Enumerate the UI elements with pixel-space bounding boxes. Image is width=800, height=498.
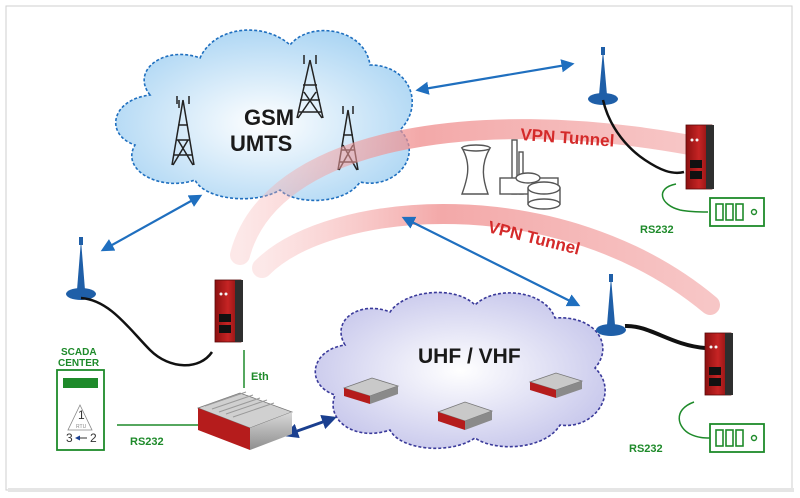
rs232-label-top-right: RS232 (640, 224, 674, 236)
antenna-icon (588, 47, 618, 105)
rs232-link-line (661, 183, 709, 213)
rtu-device-icon (709, 197, 765, 227)
vpn-tunnel-upper (230, 119, 700, 265)
uhf-vhf-label: UHF / VHF (418, 345, 521, 368)
link-arrow-antenna-lower-right (401, 216, 581, 307)
antenna-icon (66, 237, 96, 300)
scada-rtu-label: RTU (76, 424, 87, 430)
scada-label: SCADA (61, 347, 97, 358)
radio-modem-icon (436, 401, 494, 430)
cell-tower-icon (296, 55, 324, 119)
frame-shadow (8, 488, 794, 492)
antenna-cable (80, 296, 214, 367)
vpn-tunnel-lower (252, 203, 720, 315)
industrial-router-icon (196, 391, 294, 450)
antenna-cable (624, 323, 706, 350)
umts-label: UMTS (230, 131, 292, 156)
eth-label: Eth (251, 371, 269, 383)
link-arrow-gsm-antenna-left (100, 194, 203, 252)
din-router-icon (704, 332, 733, 396)
factory-icon (460, 139, 561, 210)
scada-node-3: 3 (66, 431, 73, 445)
uhf-vhf-cloud (314, 291, 606, 450)
din-router-icon (685, 124, 714, 190)
radio-modem-icon (528, 372, 584, 398)
antenna-cable (601, 99, 685, 175)
din-router-icon (214, 279, 243, 343)
scada-center-label: CENTER (58, 358, 100, 369)
scada-center-icon (56, 369, 105, 451)
scada-node-2: 2 (90, 431, 97, 445)
gsm-label: GSM (244, 105, 294, 130)
link-arrow-gsm-antenna-right (415, 59, 575, 95)
rtu-device-icon (709, 423, 765, 453)
rs232-link-line (678, 401, 711, 439)
rs232-label-bottom-right: RS232 (629, 443, 663, 455)
antenna-icon (596, 274, 626, 336)
radio-modem-icon (342, 377, 400, 404)
cell-tower-icon (171, 96, 195, 166)
scada-node-1: 1 (78, 408, 85, 422)
link-arrow-router-uhf (283, 414, 337, 439)
rs232-label-left: RS232 (130, 436, 164, 448)
